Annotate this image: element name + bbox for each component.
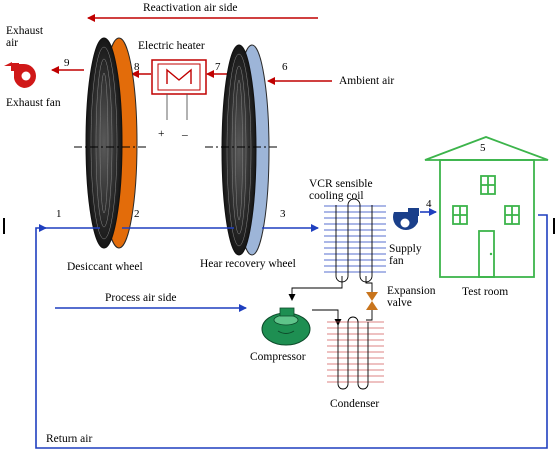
electric-heater-icon bbox=[151, 59, 207, 120]
state-point-9: 9 bbox=[64, 57, 70, 69]
state-point-4: 4 bbox=[426, 198, 432, 210]
vcr-coil-label: VCR sensible cooling coil bbox=[309, 178, 373, 202]
state-point-1: 1 bbox=[56, 208, 62, 220]
heater-minus-label: – bbox=[182, 129, 188, 141]
process-side-label: Process air side bbox=[105, 292, 177, 304]
exhaust-fan-icon bbox=[4, 62, 36, 88]
condenser-label: Condenser bbox=[330, 398, 380, 410]
state-point-5: 5 bbox=[480, 142, 486, 154]
compressor-label: Compressor bbox=[250, 351, 306, 363]
vcr-cooling-coil bbox=[324, 198, 386, 283]
expansion-valve-label: Expansion valve bbox=[387, 285, 436, 309]
test-room-house bbox=[424, 136, 549, 278]
heater-plus-label: + bbox=[158, 128, 165, 140]
state-point-6: 6 bbox=[282, 61, 288, 73]
door-knob bbox=[489, 252, 493, 256]
heat-recovery-wheel bbox=[221, 44, 270, 256]
reactivation-side-label: Reactivation air side bbox=[143, 2, 238, 14]
heat-recovery-wheel-label: Hear recovery wheel bbox=[200, 258, 296, 270]
state-point-3: 3 bbox=[280, 208, 286, 220]
state-point-7: 7 bbox=[215, 61, 221, 73]
test-room-label: Test room bbox=[462, 286, 509, 298]
state-point-8: 8 bbox=[134, 61, 140, 73]
exhaust-air-label: Exhaust air bbox=[6, 25, 44, 49]
supply-fan-icon bbox=[392, 208, 419, 231]
electric-heater-label: Electric heater bbox=[138, 40, 205, 52]
return-air-label: Return air bbox=[46, 433, 93, 445]
condenser-coil bbox=[327, 316, 384, 390]
ambient-air-label: Ambient air bbox=[339, 75, 395, 87]
return-air-loop bbox=[35, 214, 548, 449]
exhaust-fan-label: Exhaust fan bbox=[6, 97, 61, 109]
desiccant-wheel bbox=[85, 37, 138, 249]
expansion-valve-icon bbox=[366, 292, 378, 310]
compressor-icon bbox=[261, 307, 311, 346]
supply-fan-label: Supply fan bbox=[389, 243, 422, 267]
state-point-2: 2 bbox=[134, 208, 140, 220]
desiccant-wheel-label: Desiccant wheel bbox=[67, 261, 143, 273]
